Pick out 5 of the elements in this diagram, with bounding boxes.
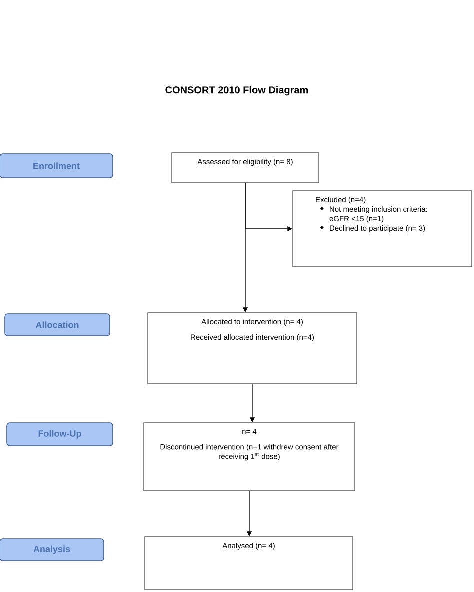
stage-label: Follow-Up: [6, 422, 114, 446]
stage-label: Analysis: [0, 538, 104, 562]
stage-label: Allocation: [4, 314, 110, 336]
title: CONSORT 2010 Flow Diagram: [162, 83, 312, 100]
stage-label: Enrollment: [0, 154, 114, 178]
